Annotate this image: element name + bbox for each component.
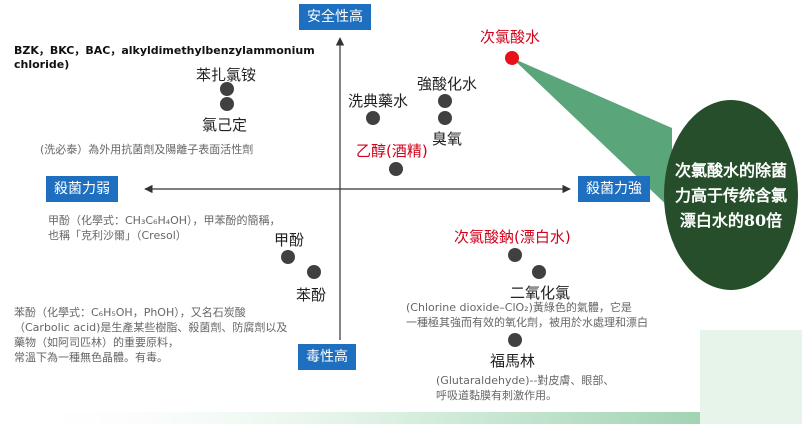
benzalkonium-dot bbox=[220, 82, 234, 96]
cresol-dot bbox=[281, 250, 295, 264]
chlorine-dioxide-dot bbox=[532, 265, 546, 279]
phenol-note-line1: 苯酚（化學式：C₆H₅OH，PhOH），又名石炭酸 bbox=[14, 306, 246, 319]
formalin-note-line1: (Glutaraldehyde)--對皮膚、眼部、 bbox=[436, 374, 615, 387]
callout-bubble-shape bbox=[664, 100, 798, 290]
chinese-water-label: 洗典藥水 bbox=[348, 92, 409, 110]
benzalkonium-abbrev-note: BZK，BKC，BAC，alkyldimethylbenzylammonium … bbox=[14, 44, 315, 71]
ethanol-dot bbox=[389, 162, 403, 176]
axis-label-top: 安全性高 bbox=[299, 4, 371, 30]
axis-label-left: 殺菌力弱 bbox=[46, 176, 118, 202]
chlorhexidine-dot bbox=[220, 97, 234, 111]
hypochlorous-water-label: 次氯酸水 bbox=[480, 28, 541, 46]
benzalkonium-label: 苯扎氯铵 bbox=[196, 66, 257, 84]
phenol-note-line3: 藥物（如阿司匹林）的重要原料， bbox=[14, 336, 179, 349]
callout-text: 次氯酸水的除菌力高于传统含氯漂白水的80倍 bbox=[674, 160, 787, 230]
phenol-note-line4: 常溫下為一種無色晶體。有毒。 bbox=[14, 351, 168, 364]
formalin-note-line2: 呼吸道黏膜有刺激作用。 bbox=[436, 389, 557, 402]
chinese-water-dot bbox=[366, 111, 380, 125]
axis-label-bottom: 毒性高 bbox=[298, 344, 356, 370]
cresol-note-line2: 也稱「克利沙爾」（Cresol） bbox=[48, 229, 187, 242]
ozone-dot bbox=[438, 111, 452, 125]
hypochlorous-water-dot bbox=[505, 51, 519, 65]
formalin-dot bbox=[508, 333, 522, 347]
right-light-panel bbox=[700, 330, 802, 424]
phenol-label: 苯酚 bbox=[296, 286, 327, 304]
bottom-gradient-band bbox=[0, 412, 802, 424]
strong-acid-water-dot bbox=[438, 94, 452, 108]
ethanol-label: 乙醇(酒精) bbox=[356, 142, 428, 160]
phenol-note-line2: （Carbolic acid)是生產某些樹脂、殺菌劑、防腐劑以及 bbox=[14, 321, 288, 334]
strong-acid-water-label: 強酸化水 bbox=[417, 75, 478, 93]
sodium-hypochlorite-dot bbox=[508, 248, 522, 262]
chlorhexidine-label: 氯己定 bbox=[202, 116, 248, 134]
callout-beam bbox=[512, 58, 672, 210]
chlorhexidine-note: (洗必泰）為外用抗菌劑及陽離子表面活性劑 bbox=[40, 143, 254, 156]
chlorine-dioxide-note-line2: 一種極其強而有效的氧化劑，被用於水處理和漂白 bbox=[406, 316, 648, 329]
ozone-label: 臭氧 bbox=[432, 130, 463, 148]
chlorine-dioxide-note-line1: (Chlorine dioxide–ClO₂)黃綠色的氣體，它是 bbox=[406, 301, 632, 314]
phenol-dot bbox=[307, 265, 321, 279]
formalin-label: 福馬林 bbox=[490, 352, 536, 370]
callout-bubble: 次氯酸水的除菌力高于传统含氯漂白水的80倍 bbox=[664, 100, 798, 290]
cresol-label: 甲酚 bbox=[274, 231, 305, 249]
chlorine-dioxide-label: 二氧化氯 bbox=[510, 284, 571, 302]
sodium-hypochlorite-label: 次氯酸鈉(漂白水) bbox=[454, 228, 571, 246]
axis-label-right: 殺菌力強 bbox=[578, 176, 650, 202]
cresol-note-line1: 甲酚（化學式：CH₃C₆H₄OH），甲苯酚的簡稱， bbox=[48, 214, 281, 227]
